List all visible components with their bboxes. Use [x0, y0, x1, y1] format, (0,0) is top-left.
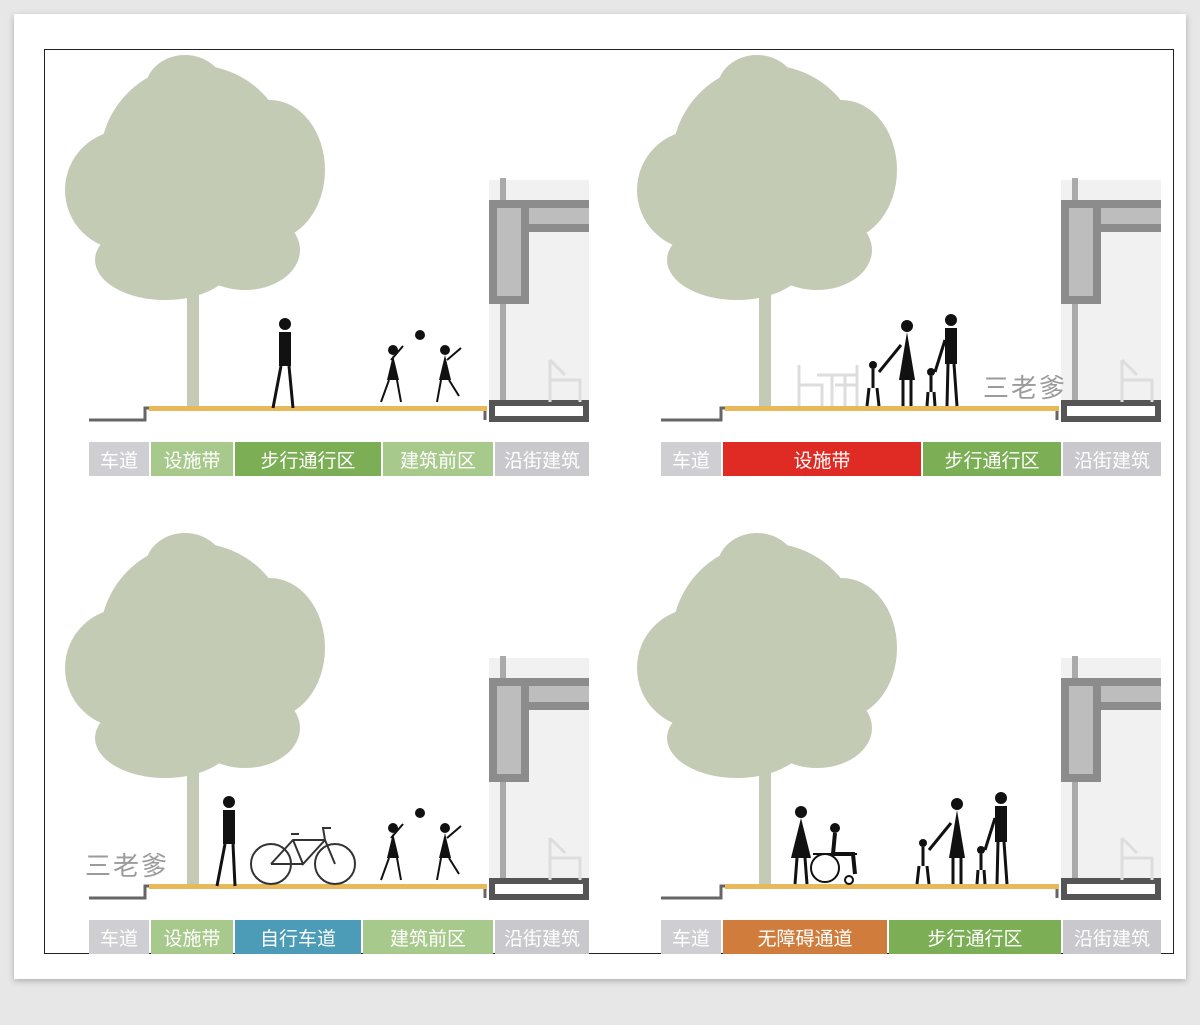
zone-legend: 车道 设施带 自行车道 建筑前区 沿街建筑	[89, 920, 589, 954]
legend-bike-lane: 自行车道	[235, 920, 361, 954]
sidewalk-path	[149, 406, 487, 411]
legend-accessible-path: 无障碍通道	[723, 920, 887, 954]
zone-legend: 车道 设施带 步行通行区 建筑前区 沿街建筑	[89, 442, 589, 476]
legend-roadway: 车道	[89, 920, 149, 954]
page-sheet: 车道 设施带 步行通行区 建筑前区 沿街建筑	[14, 14, 1186, 979]
diagram-frame: 车道 设施带 步行通行区 建筑前区 沿街建筑	[44, 49, 1174, 954]
legend-building: 沿街建筑	[1063, 920, 1161, 954]
panel-accessible-path: 车道 无障碍通道 步行通行区 沿街建筑	[617, 528, 1177, 978]
legend-roadway: 车道	[89, 442, 149, 476]
watermark-text: 三老爹	[85, 852, 170, 882]
tree-icon	[65, 55, 325, 410]
chair-icon	[797, 365, 859, 406]
legend-frontage-zone: 建筑前区	[383, 442, 493, 476]
family-icon	[865, 314, 959, 407]
street-section-scene	[637, 533, 1161, 900]
legend-roadway: 车道	[661, 920, 721, 954]
legend-facility-zone: 设施带	[151, 442, 233, 476]
legend-frontage-zone: 建筑前区	[363, 920, 493, 954]
street-section-scene	[637, 55, 1161, 422]
caregiver-icon	[791, 806, 811, 885]
ball-icon	[415, 330, 425, 340]
panel-bike-lane: 三老爹 车道 设施带 自行车道 建筑前区 沿街建筑	[45, 528, 605, 978]
legend-pedestrian-zone: 步行通行区	[923, 442, 1061, 476]
legend-building: 沿街建筑	[1063, 442, 1161, 476]
person-icon	[215, 796, 237, 887]
wheelchair-icon	[810, 823, 857, 885]
child-icon	[380, 345, 462, 403]
street-section-scene	[65, 55, 589, 422]
sidewalk-path	[149, 884, 487, 889]
street-section-scene	[65, 533, 589, 900]
legend-roadway: 车道	[661, 442, 721, 476]
sidewalk-path	[725, 406, 1059, 411]
ball-icon	[415, 808, 425, 818]
family-icon	[915, 792, 1009, 885]
panel-facility-zone: 三老爹 车道 设施带 步行通行区 沿街建筑	[617, 50, 1177, 500]
legend-facility-zone: 设施带	[151, 920, 233, 954]
tree-icon	[637, 533, 897, 888]
tree-icon	[65, 533, 325, 888]
watermark-text: 三老爹	[983, 374, 1068, 404]
bicycle-icon	[250, 827, 356, 885]
building-icon	[489, 178, 589, 422]
tree-icon	[637, 55, 897, 410]
zone-legend: 车道 无障碍通道 步行通行区 沿街建筑	[661, 920, 1161, 954]
legend-building: 沿街建筑	[495, 920, 589, 954]
panel-frontage-zone: 车道 设施带 步行通行区 建筑前区 沿街建筑	[45, 50, 605, 500]
legend-building: 沿街建筑	[495, 442, 589, 476]
building-icon	[1061, 178, 1161, 422]
building-icon	[1061, 656, 1161, 900]
building-icon	[489, 656, 589, 900]
child-icon	[380, 823, 462, 881]
legend-facility-zone: 设施带	[723, 442, 921, 476]
legend-pedestrian-zone: 步行通行区	[235, 442, 381, 476]
legend-pedestrian-zone: 步行通行区	[889, 920, 1061, 954]
person-icon	[271, 318, 295, 409]
zone-legend: 车道 设施带 步行通行区 沿街建筑	[661, 442, 1161, 476]
chair-icon	[548, 358, 582, 402]
sidewalk-path	[725, 884, 1059, 889]
